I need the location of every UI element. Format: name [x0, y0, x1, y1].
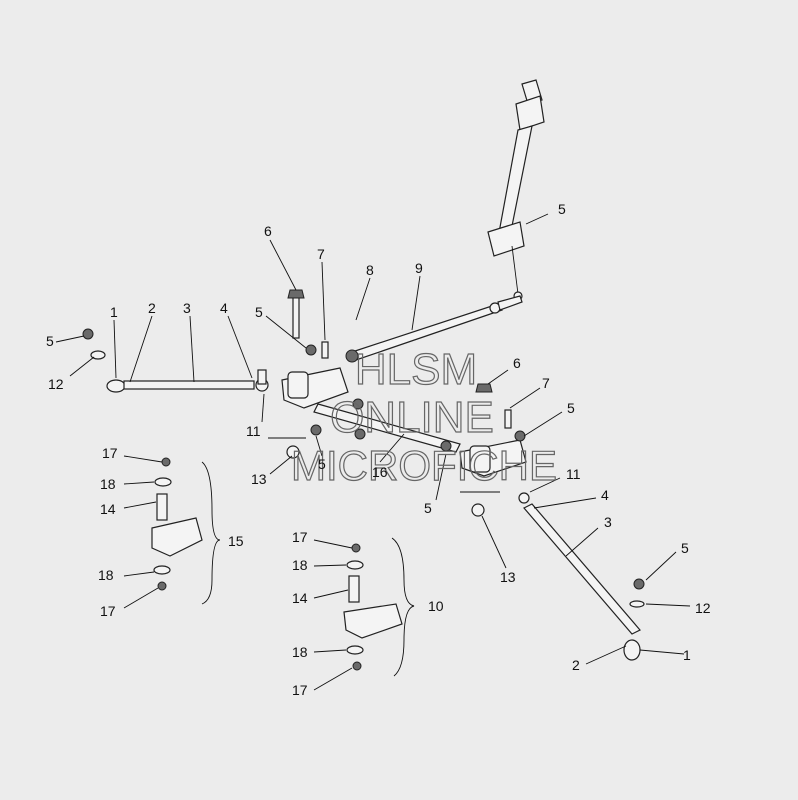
drag-link	[345, 295, 523, 363]
callout-13-left: 13	[251, 471, 267, 487]
steering-column	[487, 79, 545, 301]
callout-1-right: 1	[683, 647, 691, 663]
loose-hardware	[82, 328, 500, 517]
callout-6-right: 6	[513, 355, 521, 371]
callout-9: 9	[415, 260, 423, 276]
callout-7-right: 7	[542, 375, 550, 391]
callout-12-right: 12	[695, 600, 711, 616]
callout-10: 10	[428, 598, 444, 614]
callout-5-arm: 5	[255, 304, 263, 320]
watermark-line-2: ONLINE	[330, 393, 494, 442]
callout-2-right: 2	[572, 657, 580, 673]
callout-17-kit10-bottom: 17	[292, 682, 308, 698]
callout-5-lower: 5	[424, 500, 432, 516]
callout-18-kit10-bottom: 18	[292, 644, 308, 660]
watermark-line-1: HLSM	[355, 345, 477, 394]
watermark: HLSM ONLINE MICROFICHE	[290, 344, 557, 489]
callout-13-right: 13	[500, 569, 516, 585]
callout-3-right: 3	[604, 514, 612, 530]
kit-10	[343, 537, 415, 677]
right-tie-rod	[518, 492, 645, 661]
callout-5-right: 5	[681, 540, 689, 556]
callout-7-left: 7	[317, 246, 325, 262]
leader-lines	[55, 213, 691, 691]
callout-4-right: 4	[601, 487, 609, 503]
callout-5-column: 5	[558, 201, 566, 217]
callout-5-left: 5	[46, 333, 54, 349]
callout-12-left: 12	[48, 376, 64, 392]
callout-labels: 5 12 1 2 3 4 5 6 7 8 9 5 11 13 5 16 6 7 …	[46, 201, 711, 698]
callout-17-kit15-top: 17	[102, 445, 118, 461]
callout-8: 8	[366, 262, 374, 278]
callout-14-kit10: 14	[292, 590, 308, 606]
right-steering-arm	[459, 383, 527, 477]
callout-4-left: 4	[220, 300, 228, 316]
callout-11-right: 11	[566, 466, 581, 482]
left-steering-arm	[281, 289, 349, 409]
callout-18-kit15-bottom: 18	[98, 567, 114, 583]
callout-17-kit10-top: 17	[292, 529, 308, 545]
callout-17-kit15-bottom: 17	[100, 603, 116, 619]
callout-11-left: 11	[246, 423, 261, 439]
callout-18-kit10-top: 18	[292, 557, 308, 573]
callout-5-center: 5	[318, 456, 326, 472]
left-tie-rod	[106, 369, 269, 393]
center-link	[313, 398, 461, 453]
callout-2-left: 2	[148, 300, 156, 316]
callout-6-left: 6	[264, 223, 272, 239]
callout-14-kit15: 14	[100, 501, 116, 517]
callout-3-left: 3	[183, 300, 191, 316]
kit-15	[151, 457, 221, 605]
callout-1-left: 1	[110, 304, 118, 320]
callout-16: 16	[372, 464, 388, 480]
callout-18-kit15-top: 18	[100, 476, 116, 492]
watermark-line-3: MICROFICHE	[291, 442, 557, 489]
callout-5-right-arm: 5	[567, 400, 575, 416]
callout-15: 15	[228, 533, 244, 549]
